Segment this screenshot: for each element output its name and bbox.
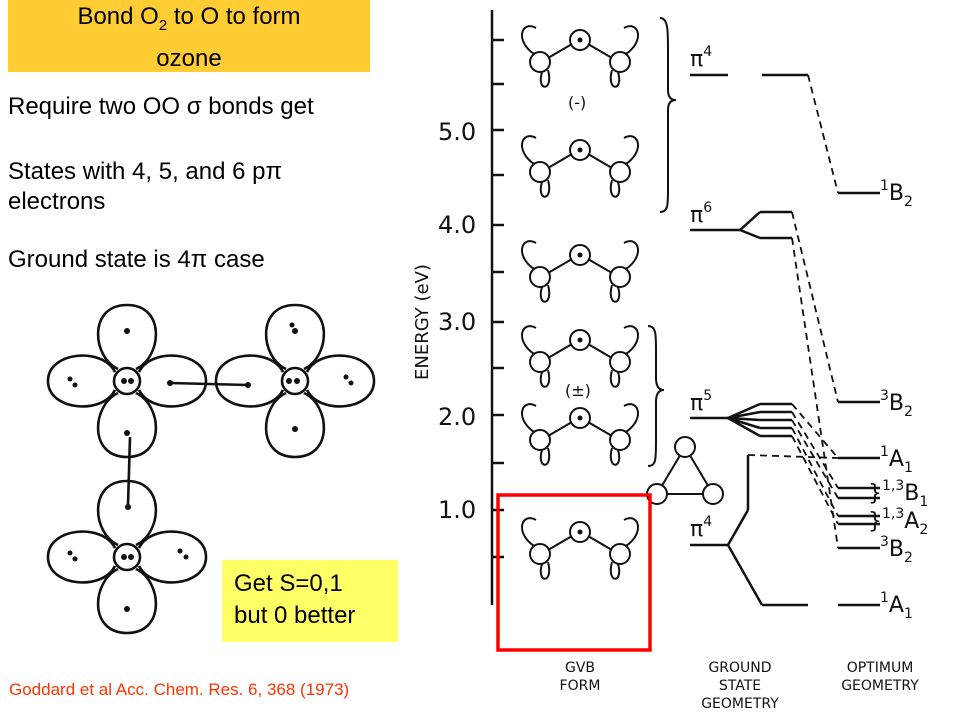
sign-plusminus-label: (±) xyxy=(565,381,591,400)
callout-line-1: Get S=0,1 xyxy=(234,570,343,597)
column-label-ground: GROUND xyxy=(708,660,771,676)
brace-middle xyxy=(647,325,665,467)
state-label-3b2-lower: 3B2 xyxy=(880,534,913,566)
bullet-p-pi-states: States with 4, 5, and 6 pπ xyxy=(8,158,283,185)
bond-line-vertical xyxy=(126,436,132,506)
column-label-optimum-geometry: GEOMETRY xyxy=(841,678,919,694)
bullet-sigma-bonds: Require two OO σ bonds get xyxy=(8,93,314,120)
sign-minus-label: (-) xyxy=(568,93,586,112)
state-label-1b2: 1B2 xyxy=(880,178,913,210)
oxygen-atom-3 xyxy=(46,479,208,635)
oxygen-atom-1 xyxy=(46,303,208,459)
column-label-form: FORM xyxy=(560,678,601,694)
column-label-state: STATE xyxy=(719,678,761,694)
level-label-pi4-upper: π4 xyxy=(690,44,712,72)
tick-label-5: 5.0 xyxy=(438,118,476,146)
oxygen-atom-2 xyxy=(214,303,376,459)
level-label-pi6: π6 xyxy=(690,200,712,228)
tick-label-2: 2.0 xyxy=(438,403,476,431)
spin-callout: Get S=0,1 but 0 better xyxy=(222,560,398,642)
state-label-1a1-ground: 1A1 xyxy=(880,590,913,622)
energy-axis-label: ENERGY (eV) xyxy=(412,264,433,380)
state-label-1a1-upper: 1A1 xyxy=(880,444,913,476)
state-label-3b2-upper: 3B2 xyxy=(880,388,913,420)
column-label-geometry: GEOMETRY xyxy=(701,696,779,712)
pi-symbol: π xyxy=(190,246,208,273)
column-label-gvb: GVB xyxy=(565,660,595,676)
orbital-sketch xyxy=(46,303,376,635)
bond-line-horizontal xyxy=(169,381,249,387)
sigma-symbol: σ xyxy=(186,93,202,120)
title-line-2: ozone xyxy=(156,44,222,72)
slide-title: Bond O2 to O to form ozone xyxy=(8,0,370,72)
tick-label-1: 1.0 xyxy=(438,496,476,524)
title-text-continued: to O to form xyxy=(167,3,301,30)
bullet-ground-state: Ground state is 4π case xyxy=(8,246,265,273)
energy-level-diagram: 5.0 4.0 3.0 2.0 1.0 ENERGY (eV) xyxy=(412,10,928,712)
level-label-pi5: π5 xyxy=(690,388,712,416)
tick-label-4: 4.0 xyxy=(438,211,476,239)
pi-symbol: π xyxy=(265,158,283,185)
gvb-orbital-drawings xyxy=(521,25,724,580)
level-label-pi4-lower: π4 xyxy=(690,514,712,542)
callout-line-2: but 0 better xyxy=(234,602,356,629)
title-subscript: 2 xyxy=(158,16,168,34)
ring-ozone-triangle xyxy=(646,436,724,505)
tick-label-3: 3.0 xyxy=(438,308,476,336)
title-text: Bond O xyxy=(77,3,159,30)
bullet-electrons: electrons xyxy=(8,188,106,215)
brace-upper xyxy=(659,17,677,213)
citation: Goddard et al Acc. Chem. Res. 6, 368 (19… xyxy=(9,680,350,699)
highlighted-ground-state-box xyxy=(496,493,652,652)
column-label-optimum: OPTIMUM xyxy=(847,660,914,676)
state-label-13a2: }1,3A2 xyxy=(868,506,928,538)
